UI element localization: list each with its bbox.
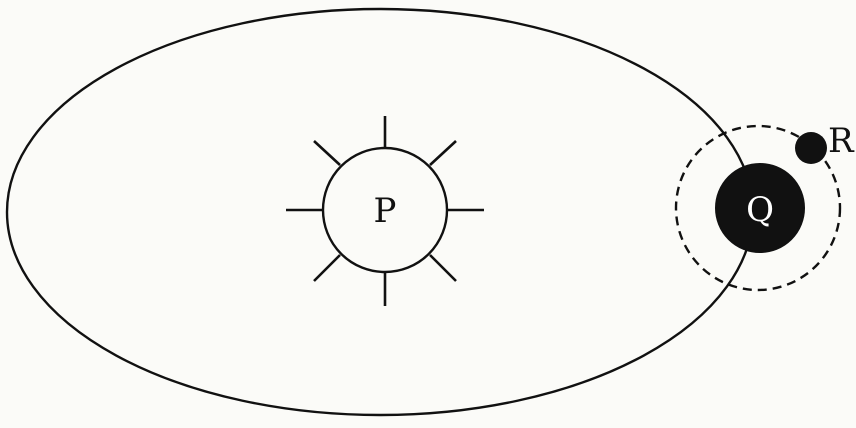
sun-ray <box>314 141 340 165</box>
sun-ray <box>314 255 340 281</box>
moon-label: R <box>828 121 855 161</box>
planet-label: Q <box>746 190 774 230</box>
sun-label: P <box>374 191 397 231</box>
moon <box>795 132 827 164</box>
sun-ray <box>430 255 456 281</box>
sun-ray <box>430 141 456 165</box>
